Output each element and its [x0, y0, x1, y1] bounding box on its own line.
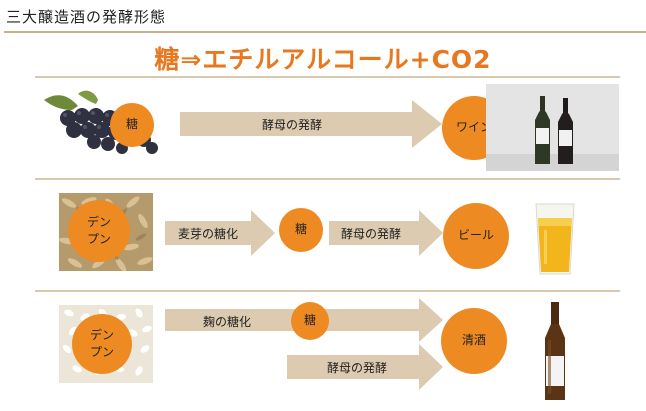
row2-saccharification-label: 麦芽の糖化 [178, 227, 239, 241]
row2-sugar-circle: 糖 [279, 208, 323, 252]
divider-2 [35, 290, 620, 292]
row3-koji-label: 麹の糖化 [203, 315, 252, 329]
divider-top [35, 76, 620, 78]
row1-fermentation-arrow [180, 100, 442, 148]
row1-sugar-label: 糖 [125, 117, 138, 132]
divider-1 [35, 178, 620, 180]
row3-sake-circle: 清酒 [441, 308, 507, 374]
row3-starch-circle: デン プン [72, 314, 132, 374]
row3-sake-label: 清酒 [461, 333, 486, 348]
sake-bottle-image [529, 300, 581, 404]
row3-starch-label: デン プン [89, 327, 114, 359]
page-title: 三大醸造酒の発酵形態 [6, 8, 167, 26]
row2-fermentation-arrow [329, 210, 443, 256]
row2-beer-circle: ビール [443, 203, 509, 269]
row1-wine-label: ワイン [455, 120, 492, 135]
row1-sugar-circle: 糖 [110, 103, 154, 147]
row2-sugar-label: 糖 [294, 222, 307, 237]
title-underline [4, 31, 646, 33]
beer-glass-image [530, 200, 580, 278]
row2-saccharification-arrow [165, 210, 275, 256]
headline-formula: 糖⇒エチルアルコール+CO2 [154, 45, 492, 74]
row2-fermentation-label: 酵母の発酵 [341, 227, 402, 241]
row3-fermentation-arrow [287, 344, 443, 390]
row1-fermentation-label: 酵母の発酵 [262, 118, 323, 132]
row3-fermentation-label: 酵母の発酵 [327, 361, 388, 375]
wine-bottles-image [486, 84, 619, 171]
row2-starch-circle: デン プン [68, 200, 130, 262]
row3-sugar-label: 糖 [303, 313, 316, 328]
row3-sugar-circle: 糖 [291, 302, 329, 340]
row2-starch-label: デン プン [86, 214, 111, 246]
row2-beer-label: ビール [457, 228, 494, 243]
